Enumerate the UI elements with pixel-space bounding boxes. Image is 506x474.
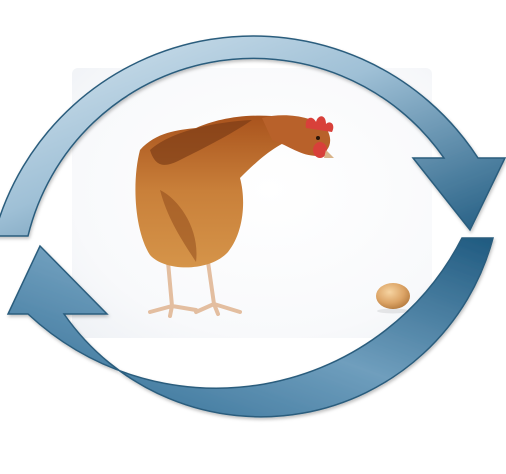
egg-shadow [377,309,409,314]
cycle-arrow-bottom [8,238,493,417]
hen-illustration [135,115,334,316]
egg-illustration [376,283,410,309]
